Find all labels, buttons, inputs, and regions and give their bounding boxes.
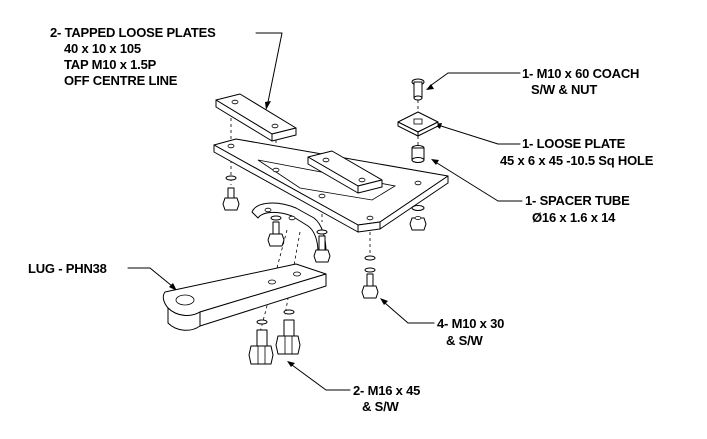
callout-m16-bolts-line-1: 2- M16 x 45	[353, 383, 420, 398]
callout-tapped-loose-plates: 2- TAPPED LOOSE PLATES 40 x 10 x 105 TAP…	[50, 25, 216, 88]
callout-lug: LUG - PHN38	[28, 261, 107, 276]
m10-bolt-front	[361, 255, 379, 299]
callout-coach-bolt-line-1: 1- M10 x 60 COACH	[522, 66, 639, 81]
callout-tapped-plates-line-1: 2- TAPPED LOOSE PLATES	[50, 25, 216, 40]
tapped-loose-plate-front	[307, 150, 383, 194]
callout-lug-line-1: LUG - PHN38	[28, 261, 107, 276]
callout-m16-bolts-line-2: & S/W	[362, 399, 399, 414]
lug-phn38	[162, 263, 327, 331]
leader-spacer-tube	[436, 162, 523, 202]
leader-coach-bolt	[429, 72, 521, 87]
callout-m16-bolts: 2- M16 x 45 & S/W	[353, 383, 420, 414]
loose-plate-45x6x45	[397, 111, 439, 137]
callout-spacer-tube-line-2: Ø16 x 1.6 x 14	[532, 210, 616, 225]
callout-tapped-plates-line-2: 40 x 10 x 105	[64, 41, 141, 56]
m16-bolt-left	[248, 319, 274, 365]
leader-lines	[127, 32, 523, 391]
leader-m16-bolts	[291, 364, 351, 391]
leader-m10-bolts	[384, 302, 435, 324]
callout-coach-bolt: 1- M10 x 60 COACH S/W & NUT	[522, 66, 639, 97]
callout-coach-bolt-line-2: S/W & NUT	[531, 82, 597, 97]
leader-arrowhead	[169, 283, 177, 291]
callout-m10-bolts: 4- M10 x 30 & S/W	[437, 316, 504, 348]
leader-arrowhead	[431, 159, 439, 165]
callout-spacer-tube-line-1: 1- SPACER TUBE	[525, 193, 630, 208]
coach-bolt-m10x60	[411, 78, 425, 101]
main-bracket-frame	[213, 138, 449, 233]
callout-loose-plate: 1- LOOSE PLATE 45 x 6 x 45 -10.5 Sq HOLE	[500, 136, 654, 168]
callout-m10-bolts-line-2: & S/W	[446, 333, 483, 348]
leader-arrowhead	[380, 298, 388, 305]
leader-arrowhead	[287, 361, 295, 367]
tapped-loose-plate-rear	[215, 93, 297, 142]
m10-bolt-centre	[313, 229, 331, 263]
spacer-tube	[411, 145, 425, 163]
callout-spacer-tube: 1- SPACER TUBE Ø16 x 1.6 x 14	[525, 193, 630, 225]
leader-lug	[127, 267, 173, 287]
m10-bolt-left	[222, 175, 240, 211]
leader-arrowhead	[426, 84, 434, 90]
leader-loose-plate	[440, 125, 521, 145]
callout-tapped-plates-line-4: OFF CENTRE LINE	[64, 73, 178, 88]
bent-strap-hanger	[251, 202, 327, 253]
nut-and-washer-right	[409, 205, 427, 231]
m10-bolt-centre-left	[267, 215, 285, 247]
callout-m10-bolts-line-1: 4- M10 x 30	[437, 316, 504, 331]
callout-loose-plate-line-2: 45 x 6 x 45 -10.5 Sq HOLE	[500, 153, 654, 168]
leader-tapped-plates	[255, 32, 283, 103]
leader-arrowhead	[265, 101, 271, 110]
callout-loose-plate-line-1: 1- LOOSE PLATE	[522, 136, 626, 151]
m16-bolt-right	[275, 309, 301, 355]
callout-tapped-plates-line-3: TAP M10 x 1.5P	[64, 57, 157, 72]
